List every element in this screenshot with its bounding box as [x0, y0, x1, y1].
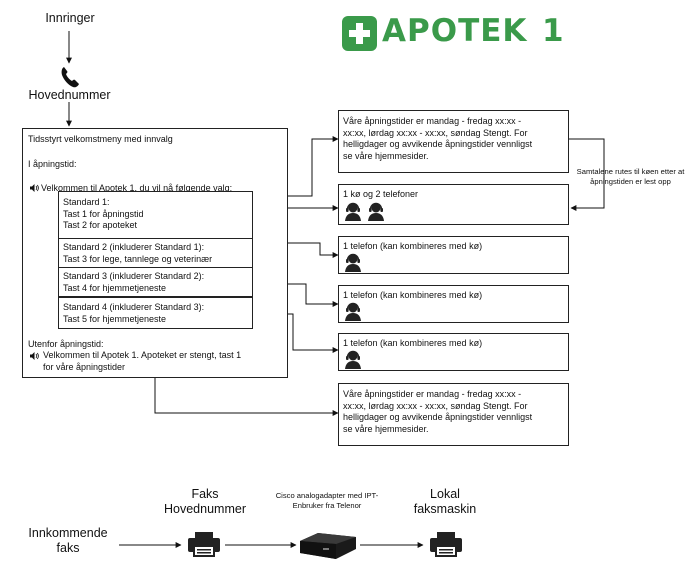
- phone-box-3: 1 telefon (kan kombineres med kø): [338, 333, 569, 371]
- local-fax-label: Lokal faksmaskin: [413, 487, 477, 516]
- standard-4-text: Standard 4 (inkluderer Standard 3): Tast…: [63, 302, 205, 324]
- phone-icon: [61, 67, 79, 88]
- headset-agent-icon: [368, 202, 384, 221]
- standard-2-box: Standard 2 (inkluderer Standard 1): Tast…: [58, 238, 253, 268]
- opening-hours-box-1: Våre åpningstider er mandag - fredag xx:…: [338, 110, 569, 173]
- open-welcome-message: Velkommen til Apotek 1, du vil nå følgen…: [41, 182, 233, 193]
- phone-box-3-text: 1 telefon (kan kombineres med kø): [343, 338, 483, 348]
- pharmacy-cross-icon: [342, 16, 377, 51]
- main-number-label: Hovednummer: [28, 88, 111, 102]
- headset-agent-icon: [345, 350, 361, 369]
- phone-box-1-text: 1 telefon (kan kombineres med kø): [343, 241, 483, 251]
- open-welcome-line: Velkommen til Apotek 1, du vil nå følgen…: [30, 171, 232, 194]
- standard-1-text: Standard 1: Tast 1 for åpningstid Tast 2…: [63, 197, 144, 230]
- arrow-menu-to-hours-1: [287, 136, 339, 197]
- phone-box-2-text: 1 telefon (kan kombineres med kø): [343, 290, 483, 300]
- opening-hours-text-2: Våre åpningstider er mandag - fredag xx:…: [343, 389, 533, 434]
- queue-box: 1 kø og 2 telefoner: [338, 184, 569, 225]
- closed-heading: Utenfor åpningstid:: [28, 339, 104, 349]
- open-hours-heading: I åpningstid:: [28, 159, 77, 169]
- apotek1-logo: APOTEK 1: [342, 13, 572, 51]
- arrow-hours-to-queue: [569, 138, 605, 211]
- caller-label: Innringer: [45, 11, 95, 25]
- logo-text: APOTEK: [382, 13, 528, 49]
- routing-note: Samtalene rutes til køen etter at åpning…: [576, 167, 685, 186]
- standard-3-box: Standard 3 (inkluderer Standard 2): Tast…: [58, 267, 253, 297]
- arrow-closed-to-hours-2: [154, 378, 339, 416]
- queue-box-text: 1 kø og 2 telefoner: [343, 189, 419, 199]
- closed-welcome-message: Velkommen til Apotek 1. Apoteket er sten…: [43, 350, 242, 372]
- standard-4-box: Standard 4 (inkluderer Standard 3): Tast…: [58, 297, 253, 329]
- phone-box-2: 1 telefon (kan kombineres med kø): [338, 285, 569, 323]
- speaker-icon: [30, 183, 39, 192]
- closed-welcome-line: Velkommen til Apotek 1. Apoteket er sten…: [30, 350, 285, 385]
- fax-machine-icon: [430, 532, 462, 557]
- menu-title: Tidsstyrt velkomstmeny med innvalg: [28, 134, 173, 144]
- standard-1-box: Standard 1: Tast 1 for åpningstid Tast 2…: [58, 191, 253, 239]
- standard-2-text: Standard 2 (inkluderer Standard 1): Tast…: [63, 242, 213, 264]
- adapter-label: Cisco analogadapter med IPT-Enbruker fra…: [275, 491, 379, 510]
- headset-agent-icon: [345, 302, 361, 321]
- phone-box-1: 1 telefon (kan kombineres med kø): [338, 236, 569, 274]
- fax-machine-icon: [188, 532, 220, 557]
- speaker-icon: [30, 352, 39, 360]
- logo-number: 1: [542, 13, 565, 49]
- fax-main-number-label: Faks Hovednummer: [164, 487, 246, 516]
- standard-3-text: Standard 3 (inkluderer Standard 2): Tast…: [63, 271, 205, 293]
- opening-hours-text-1: Våre åpningstider er mandag - fredag xx:…: [343, 116, 533, 161]
- analog-adapter-icon: [300, 533, 356, 559]
- opening-hours-box-2: Våre åpningstider er mandag - fredag xx:…: [338, 383, 569, 446]
- headset-agent-icon: [345, 202, 361, 221]
- incoming-fax-label: Innkommende faks: [28, 526, 108, 555]
- agents-group: [344, 201, 390, 226]
- headset-agent-icon: [345, 253, 361, 272]
